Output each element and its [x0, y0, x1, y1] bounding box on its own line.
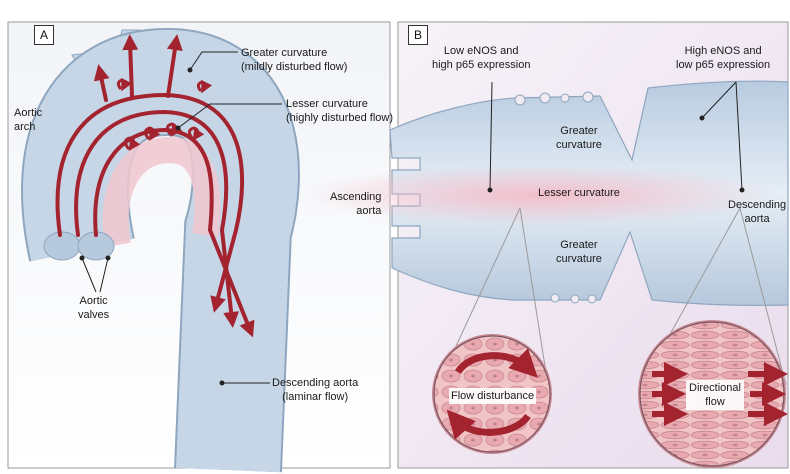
label-line: (laminar flow)	[272, 390, 358, 404]
label-line: flow	[689, 395, 741, 409]
label-flow-disturbance: Flow disturbance	[449, 388, 536, 404]
label-line: Greater	[556, 124, 602, 138]
label-line: high p65 expression	[432, 58, 530, 72]
label-line: Descending aorta	[272, 376, 358, 390]
label-line: Directional	[689, 381, 741, 395]
label-line: low p65 expression	[676, 58, 770, 72]
label-line: Lesser curvature	[286, 97, 393, 111]
label-line: aorta	[728, 212, 786, 226]
label-line: High eNOS and	[676, 44, 770, 58]
label-line: Greater	[556, 238, 602, 252]
label-line: Aortic	[14, 106, 42, 120]
label-greater-curvature-a: Greater curvature (mildly disturbed flow…	[241, 46, 347, 74]
label-line: Ascending	[330, 190, 381, 204]
label-line: Low eNOS and	[432, 44, 530, 58]
label-aortic-arch: Aortic arch	[14, 106, 42, 134]
label-lesser-curvature-b: Lesser curvature	[538, 186, 620, 200]
label-line: valves	[78, 308, 109, 322]
label-aortic-valves: Aortic valves	[78, 294, 109, 322]
label-line: curvature	[556, 252, 602, 266]
label-lesser-curvature-a: Lesser curvature (highly disturbed flow)	[286, 97, 393, 125]
label-ascending-aorta: Ascending aorta	[330, 190, 381, 218]
panel-b-tag: B	[408, 25, 428, 45]
label-line: arch	[14, 120, 42, 134]
label-greater-curvature-b-bottom: Greater curvature	[556, 238, 602, 266]
label-line: (highly disturbed flow)	[286, 111, 393, 125]
panel-a-tag: A	[34, 25, 54, 45]
label-line: aorta	[330, 204, 381, 218]
label-descending-aorta-a: Descending aorta (laminar flow)	[272, 376, 358, 404]
label-high-enos: High eNOS and low p65 expression	[676, 44, 770, 72]
label-directional-flow: Directional flow	[686, 380, 744, 410]
label-line: Greater curvature	[241, 46, 347, 60]
label-low-enos: Low eNOS and high p65 expression	[432, 44, 530, 72]
label-line: Descending	[728, 198, 786, 212]
label-line: Aortic	[78, 294, 109, 308]
label-line: (mildly disturbed flow)	[241, 60, 347, 74]
label-line: curvature	[556, 138, 602, 152]
label-descending-aorta-b: Descending aorta	[728, 198, 786, 226]
label-greater-curvature-b-top: Greater curvature	[556, 124, 602, 152]
